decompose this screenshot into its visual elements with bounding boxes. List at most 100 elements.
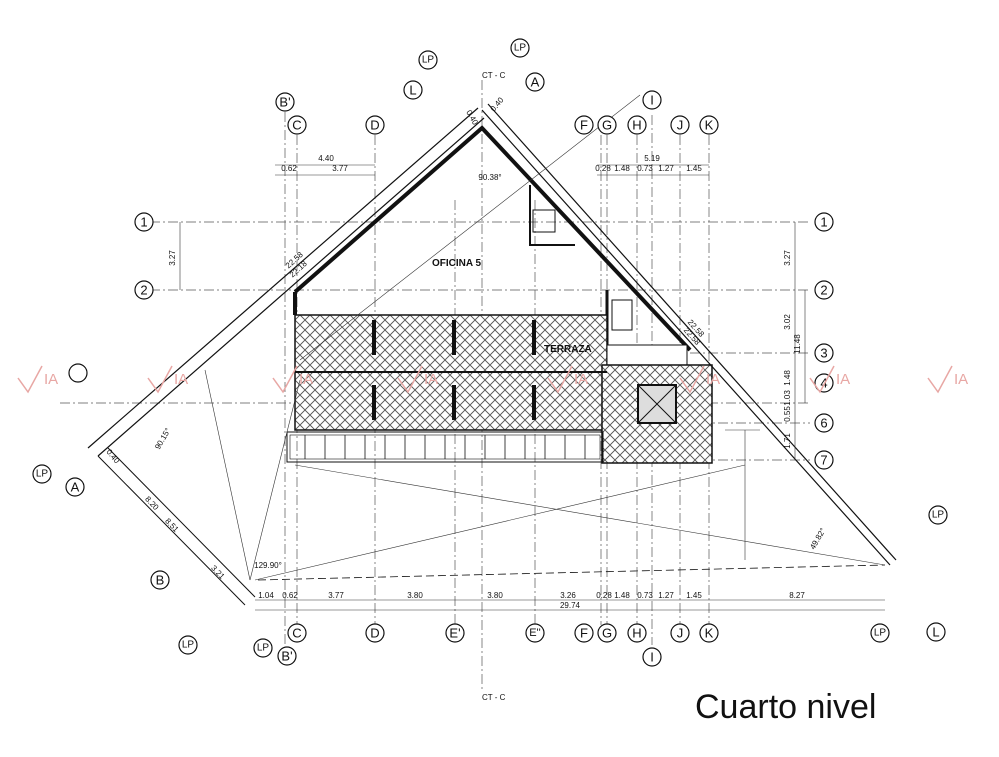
grid-bubble-label: H [632,118,641,133]
watermark-text: IA [299,371,313,388]
dim-right-vertical: 1.48 [783,370,792,386]
dim-top-left: 0.62 [281,164,297,173]
dim-bottom: 1.45 [686,591,702,600]
edge-thickness: 0.40 [489,95,506,113]
grid-bubble-label: 3 [820,346,827,361]
diag-dim: 8.20 [143,495,161,513]
apex-angle: 90.38° [478,173,501,182]
grid-bubble-label: LP [422,55,435,66]
grid-bubble-label: 1 [140,215,147,230]
grid-bubbles-bottom [253,623,890,667]
dim-top-right: 1.45 [686,164,702,173]
grid-bubble-label: A [71,480,80,495]
grid-bubble-label: L [409,83,416,98]
dim-bottom: 3.80 [487,591,503,600]
grid-bubble-label: K [705,626,714,641]
dim-bottom: 3.80 [407,591,423,600]
grid-bubble-label: 2 [140,283,147,298]
dim-right-vertical: 3.02 [783,314,792,330]
grid-bubble-label: 1 [820,215,827,230]
grid-bubble-label: LP [182,640,195,651]
grid-bubble-label: G [602,626,612,641]
dim-bottom: 3.77 [328,591,344,600]
dim-bottom: 1.48 [614,591,630,600]
grid-bubble-label: K [705,118,714,133]
dim-bottom: 1.27 [658,591,674,600]
dim-top-right: 0.73 [637,164,653,173]
watermark-text: IA [174,371,188,388]
dim-top-right: 1.27 [658,164,674,173]
grid-bubble-label: LP [36,469,49,480]
dim-right-vertical: 0.55 [783,406,792,422]
grid-bubble-label: J [677,626,684,641]
grid-bubble-label: B [156,573,165,588]
grid-bubble-label: A [531,75,540,90]
grid-bubble-label: LP [514,43,527,54]
grid-bubble-label: LP [874,628,887,639]
grid-bubbles-top [275,90,719,135]
grid-bubble-label: H [632,626,641,641]
grid-bubble-label: C [292,626,301,641]
columns [372,320,536,420]
dim-top-right: 1.48 [614,164,630,173]
grid-bubble-label: F [580,118,588,133]
dim-top-right-total: 5.19 [644,154,660,163]
grid-bubble-label: LP [257,643,270,654]
grid-bubble-label: D [370,118,379,133]
dim-top-left-total: 4.40 [318,154,334,163]
construction-lines [204,94,886,581]
grid-bubble-label: E' [449,626,460,641]
grid-bubble-label: LP [932,510,945,521]
left-angle: 90.15° [153,426,172,451]
watermark-text: IA [424,371,438,388]
grid-bubble-label: B' [281,649,292,664]
watermark-text: IA [44,371,58,388]
dim-left-vertical: 3.27 [168,250,177,266]
grid-bubble-label: G [602,118,612,133]
section-label-top: CT - C [482,71,506,80]
dim-right-vertical: 1.71 [783,433,792,449]
bottom-left-angle: 129.90° [254,561,282,570]
grid-bubble-label: I [650,650,654,665]
grid-bubble-label: E'' [529,627,541,639]
building-outline [87,103,897,606]
room-label-office: OFICINA 5 [432,258,482,269]
terrace-area [294,314,713,464]
section-label-bottom: CT - C [482,693,506,702]
grid-bubble-label: 2 [820,283,827,298]
watermark-text: IA [954,371,968,388]
grid-bubble-label: I [650,93,654,108]
grid-bubble-label: 6 [820,416,827,431]
watermark: IA IA IA IA IA IA IA IA [17,365,968,394]
dim-top-right: 0.28 [595,164,611,173]
dim-bottom: 8.27 [789,591,805,600]
grid-bubble-label: B' [279,95,290,110]
dim-bottom: 3.26 [560,591,576,600]
dim-bottom-total: 29.74 [560,601,581,610]
dim-right-vertical: 3.27 [783,250,792,266]
dim-bottom: 1.04 [258,591,274,600]
dim-right-vertical: 11.48 [793,334,802,354]
drawing-title: Cuarto nivel [695,688,877,726]
grid-bubble-label: C [292,118,301,133]
edge-thickness: 0.40 [104,448,121,466]
grid-bubble-label: 7 [820,453,827,468]
dim-bottom: 0.73 [637,591,653,600]
grid-bubble-label: J [677,118,684,133]
railing-posts [304,435,586,459]
watermark-text: IA [836,371,850,388]
room-label-terrace: TERRAZA [544,344,592,355]
grid-bubbles-rows [134,212,834,470]
bottom-right-angle: 49.82° [808,526,827,551]
grid-bubbles-diagonal [32,38,948,655]
dim-right-vertical: 1.03 [783,390,792,406]
dim-bottom: 0.62 [282,591,298,600]
dimension-lines [179,164,885,611]
dim-top-left: 3.77 [332,164,348,173]
dim-bottom: 0.28 [596,591,612,600]
grid-bubble-label: L [932,625,939,640]
watermark-text: IA [706,371,720,388]
grid-bubble-label: D [370,626,379,641]
grid-bubble-label: F [580,626,588,641]
